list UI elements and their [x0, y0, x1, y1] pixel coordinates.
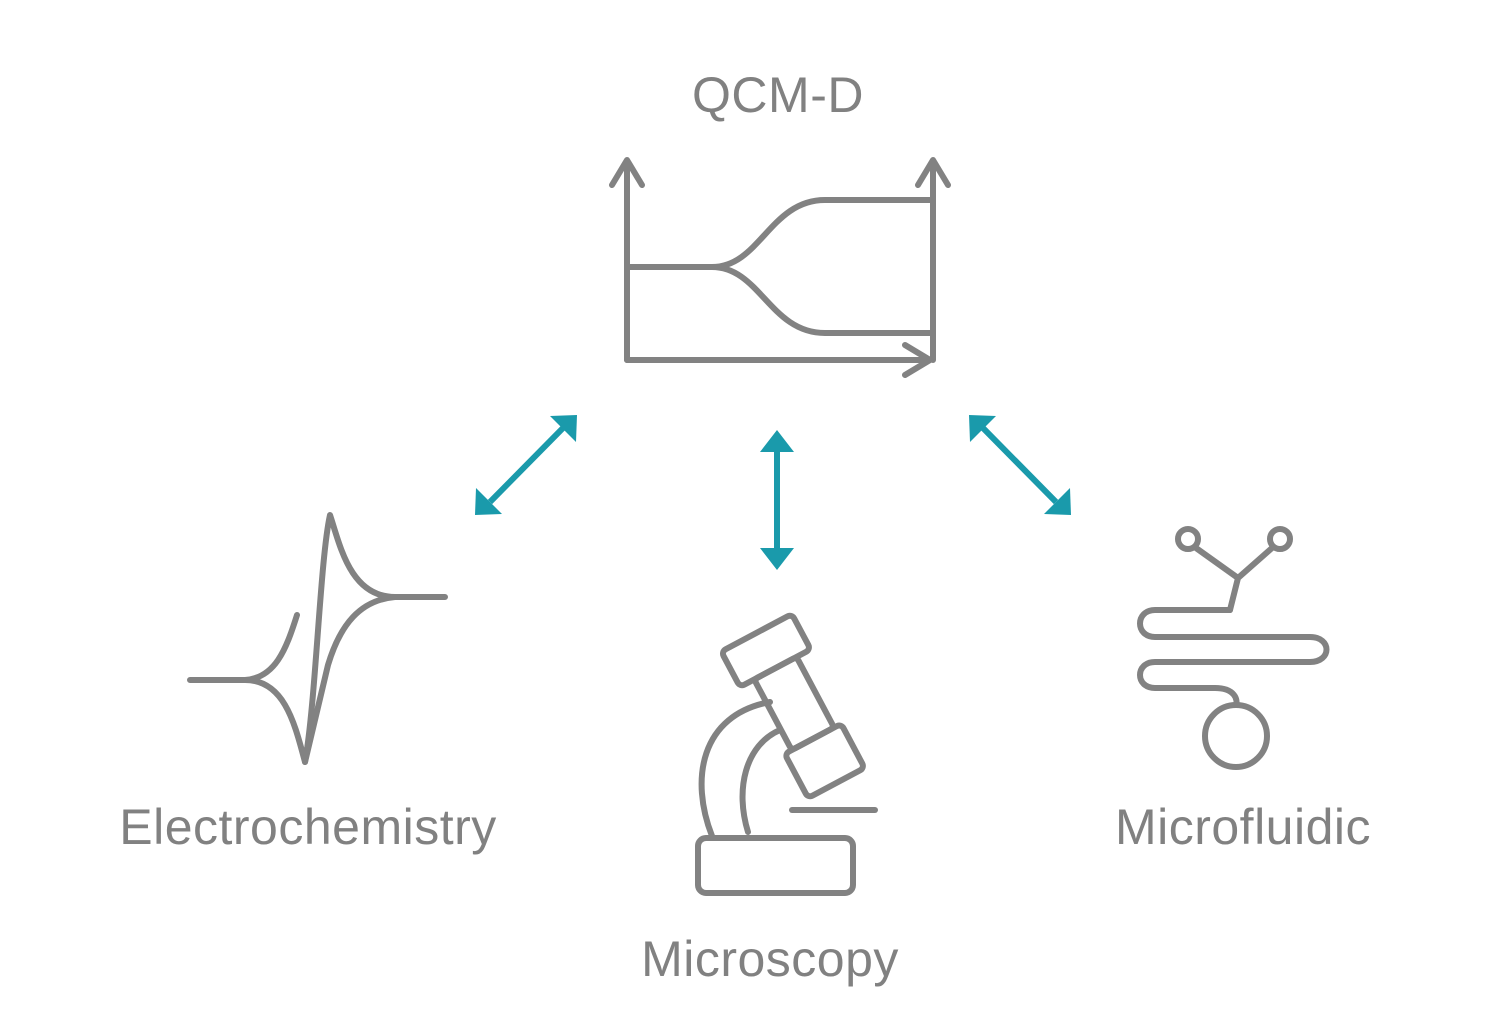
qcm-d-graph-icon [609, 157, 951, 378]
microfluidic-chip-icon [1137, 526, 1330, 770]
cyclic-voltammogram-icon [187, 512, 448, 765]
microscope-icon [695, 612, 878, 896]
qcm-d-title: QCM-D [692, 67, 864, 123]
electrochemistry-label: Electrochemistry [119, 799, 497, 855]
bidirectional-arrow-right [969, 415, 1071, 515]
microfluidic-label: Microfluidic [1114, 799, 1372, 855]
microscopy-label: Microscopy [641, 931, 899, 987]
bidirectional-arrow-left [475, 415, 577, 515]
bidirectional-arrow-center [760, 430, 794, 570]
